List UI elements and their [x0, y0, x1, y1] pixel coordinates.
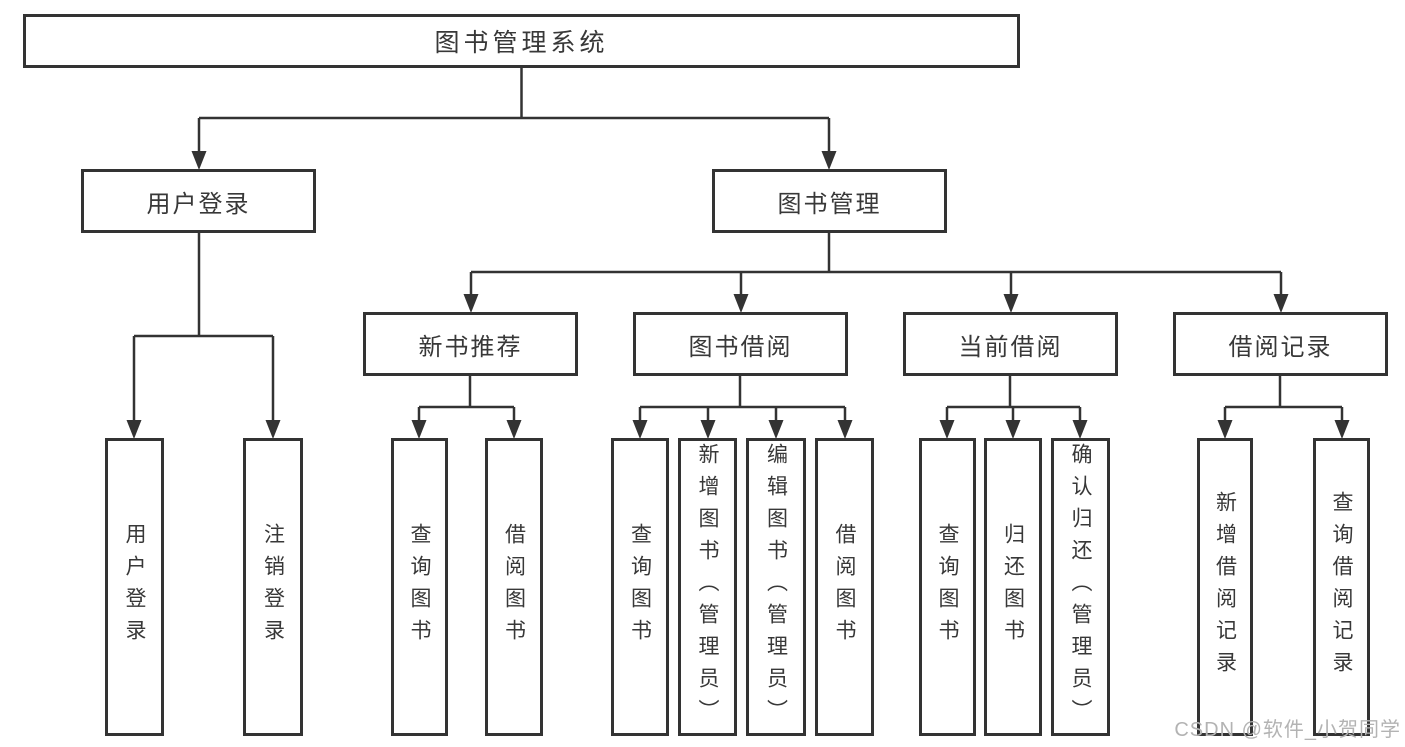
leaf-current-query-books: 查询图书 — [919, 438, 976, 736]
node-book-borrow: 图书借阅 — [633, 312, 848, 376]
connector-lines — [132, 68, 1344, 421]
leaf-recommend-query-books: 查询图书 — [391, 438, 448, 736]
leaf-logout: 注销登录 — [243, 438, 303, 736]
leaf-query-borrow-record: 查询借阅记录 — [1313, 438, 1370, 736]
node-new-book-recommend: 新书推荐 — [363, 312, 578, 376]
node-borrow-records: 借阅记录 — [1173, 312, 1388, 376]
node-book-management: 图书管理 — [712, 169, 947, 233]
node-root: 图书管理系统 — [23, 14, 1020, 68]
node-current-borrow: 当前借阅 — [903, 312, 1118, 376]
watermark: CSDN @软件_小贺同学 — [1174, 719, 1401, 741]
leaf-user-login: 用户登录 — [105, 438, 164, 736]
node-user-login: 用户登录 — [81, 169, 316, 233]
leaf-add-book-admin: 新增图书（管理员） — [678, 438, 737, 736]
leaf-edit-book-admin: 编辑图书（管理员） — [746, 438, 806, 736]
leaf-recommend-borrow-books: 借阅图书 — [485, 438, 543, 736]
leaf-add-borrow-record: 新增借阅记录 — [1197, 438, 1253, 736]
leaf-borrow-books: 借阅图书 — [815, 438, 874, 736]
leaf-confirm-return-admin: 确认归还（管理员） — [1051, 438, 1110, 736]
arrowhead-icons — [126, 151, 1350, 439]
leaf-return-books: 归还图书 — [984, 438, 1042, 736]
leaf-borrow-query-books: 查询图书 — [611, 438, 669, 736]
